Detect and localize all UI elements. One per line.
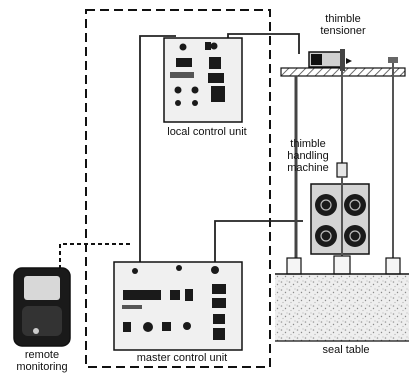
local-control-unit-panel-icon (163, 37, 243, 123)
thimble-handling-machine-label: thimble handling machine (277, 138, 339, 174)
thimble-handling-machine-icon (310, 162, 370, 262)
remote-monitoring-label-line2: monitoring (16, 361, 68, 373)
thimble-tensioner-label-line1: thimble (325, 13, 361, 25)
seal-table (275, 255, 409, 342)
remote-monitoring-terminal-icon (13, 267, 71, 347)
thimble-handling-machine-label-line3: machine (287, 162, 329, 174)
right-rod-cap (388, 57, 398, 63)
cable-local-to-master (139, 35, 176, 264)
cable-local-to-tensioner (227, 33, 300, 54)
local-control-unit-label: local control unit (153, 126, 261, 138)
cable-master-to-machine (214, 220, 303, 266)
thimble-handling-machine-label-line2: handling (287, 150, 329, 162)
master-control-unit-panel-icon (113, 261, 243, 351)
thimble-tensioner-label: thimble tensioner (308, 13, 378, 37)
thimble-tensioner-icon (308, 49, 352, 71)
seal-table-label: seal table (322, 344, 370, 356)
remote-link-line (59, 243, 130, 268)
remote-monitoring-label-line1: remote (24, 349, 60, 361)
control-system-boundary (85, 9, 271, 368)
thimble-handling-machine-label-line1: thimble (290, 138, 326, 150)
master-control-unit-label: master control unit (124, 352, 240, 364)
thimble-tensioner-label-line2: tensioner (320, 25, 366, 37)
remote-monitoring-label: remote monitoring (0, 349, 84, 373)
